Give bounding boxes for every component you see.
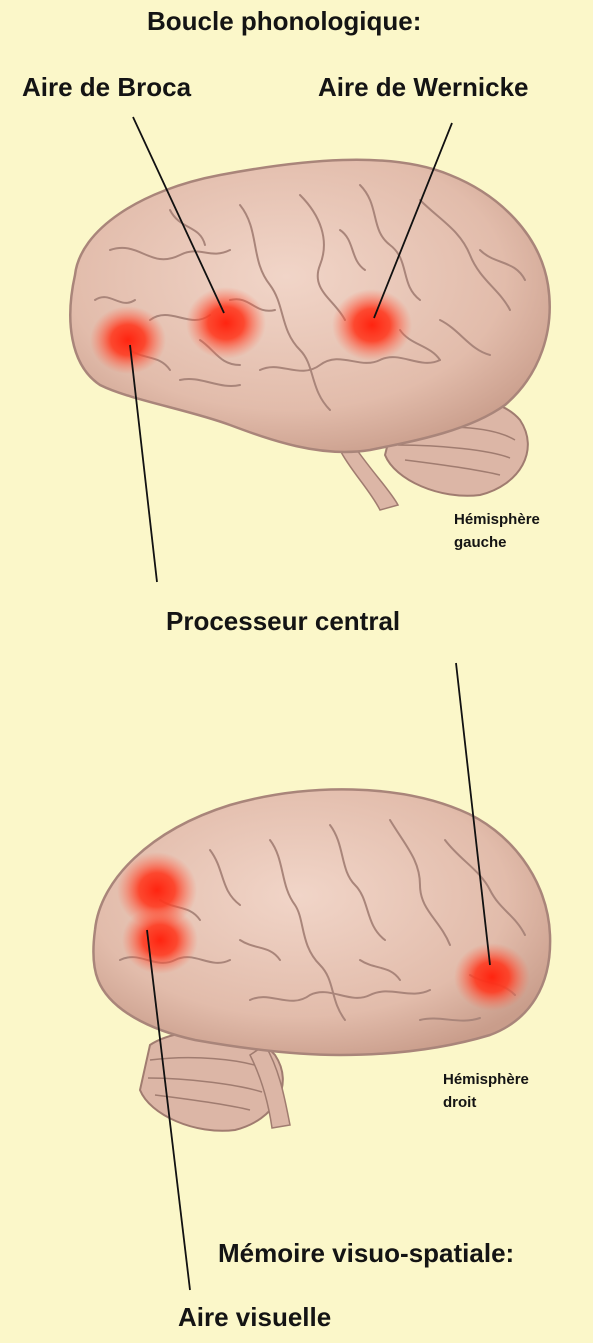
label-broca: Aire de Broca	[22, 72, 191, 103]
broca-hotspot	[186, 287, 266, 359]
label-central-executive: Processeur central	[166, 606, 400, 637]
label-wernicke: Aire de Wernicke	[318, 72, 529, 103]
prefrontal-hotspot	[90, 306, 166, 374]
label-right-hemisphere-line1: Hémisphère	[443, 1069, 529, 1090]
wernicke-hotspot	[332, 289, 412, 361]
central-executive-hotspot	[454, 943, 530, 1011]
visual-area-hotspot-lower	[122, 906, 198, 974]
title-phonological-loop: Boucle phonologique:	[147, 6, 421, 37]
left-cortex	[70, 160, 549, 452]
label-visuospatial-memory: Mémoire visuo-spatiale:	[218, 1238, 514, 1269]
label-left-hemisphere-line2: gauche	[454, 532, 507, 553]
label-left-hemisphere-line1: Hémisphère	[454, 509, 540, 530]
label-visual-area: Aire visuelle	[178, 1302, 331, 1333]
label-right-hemisphere-line2: droit	[443, 1092, 476, 1113]
